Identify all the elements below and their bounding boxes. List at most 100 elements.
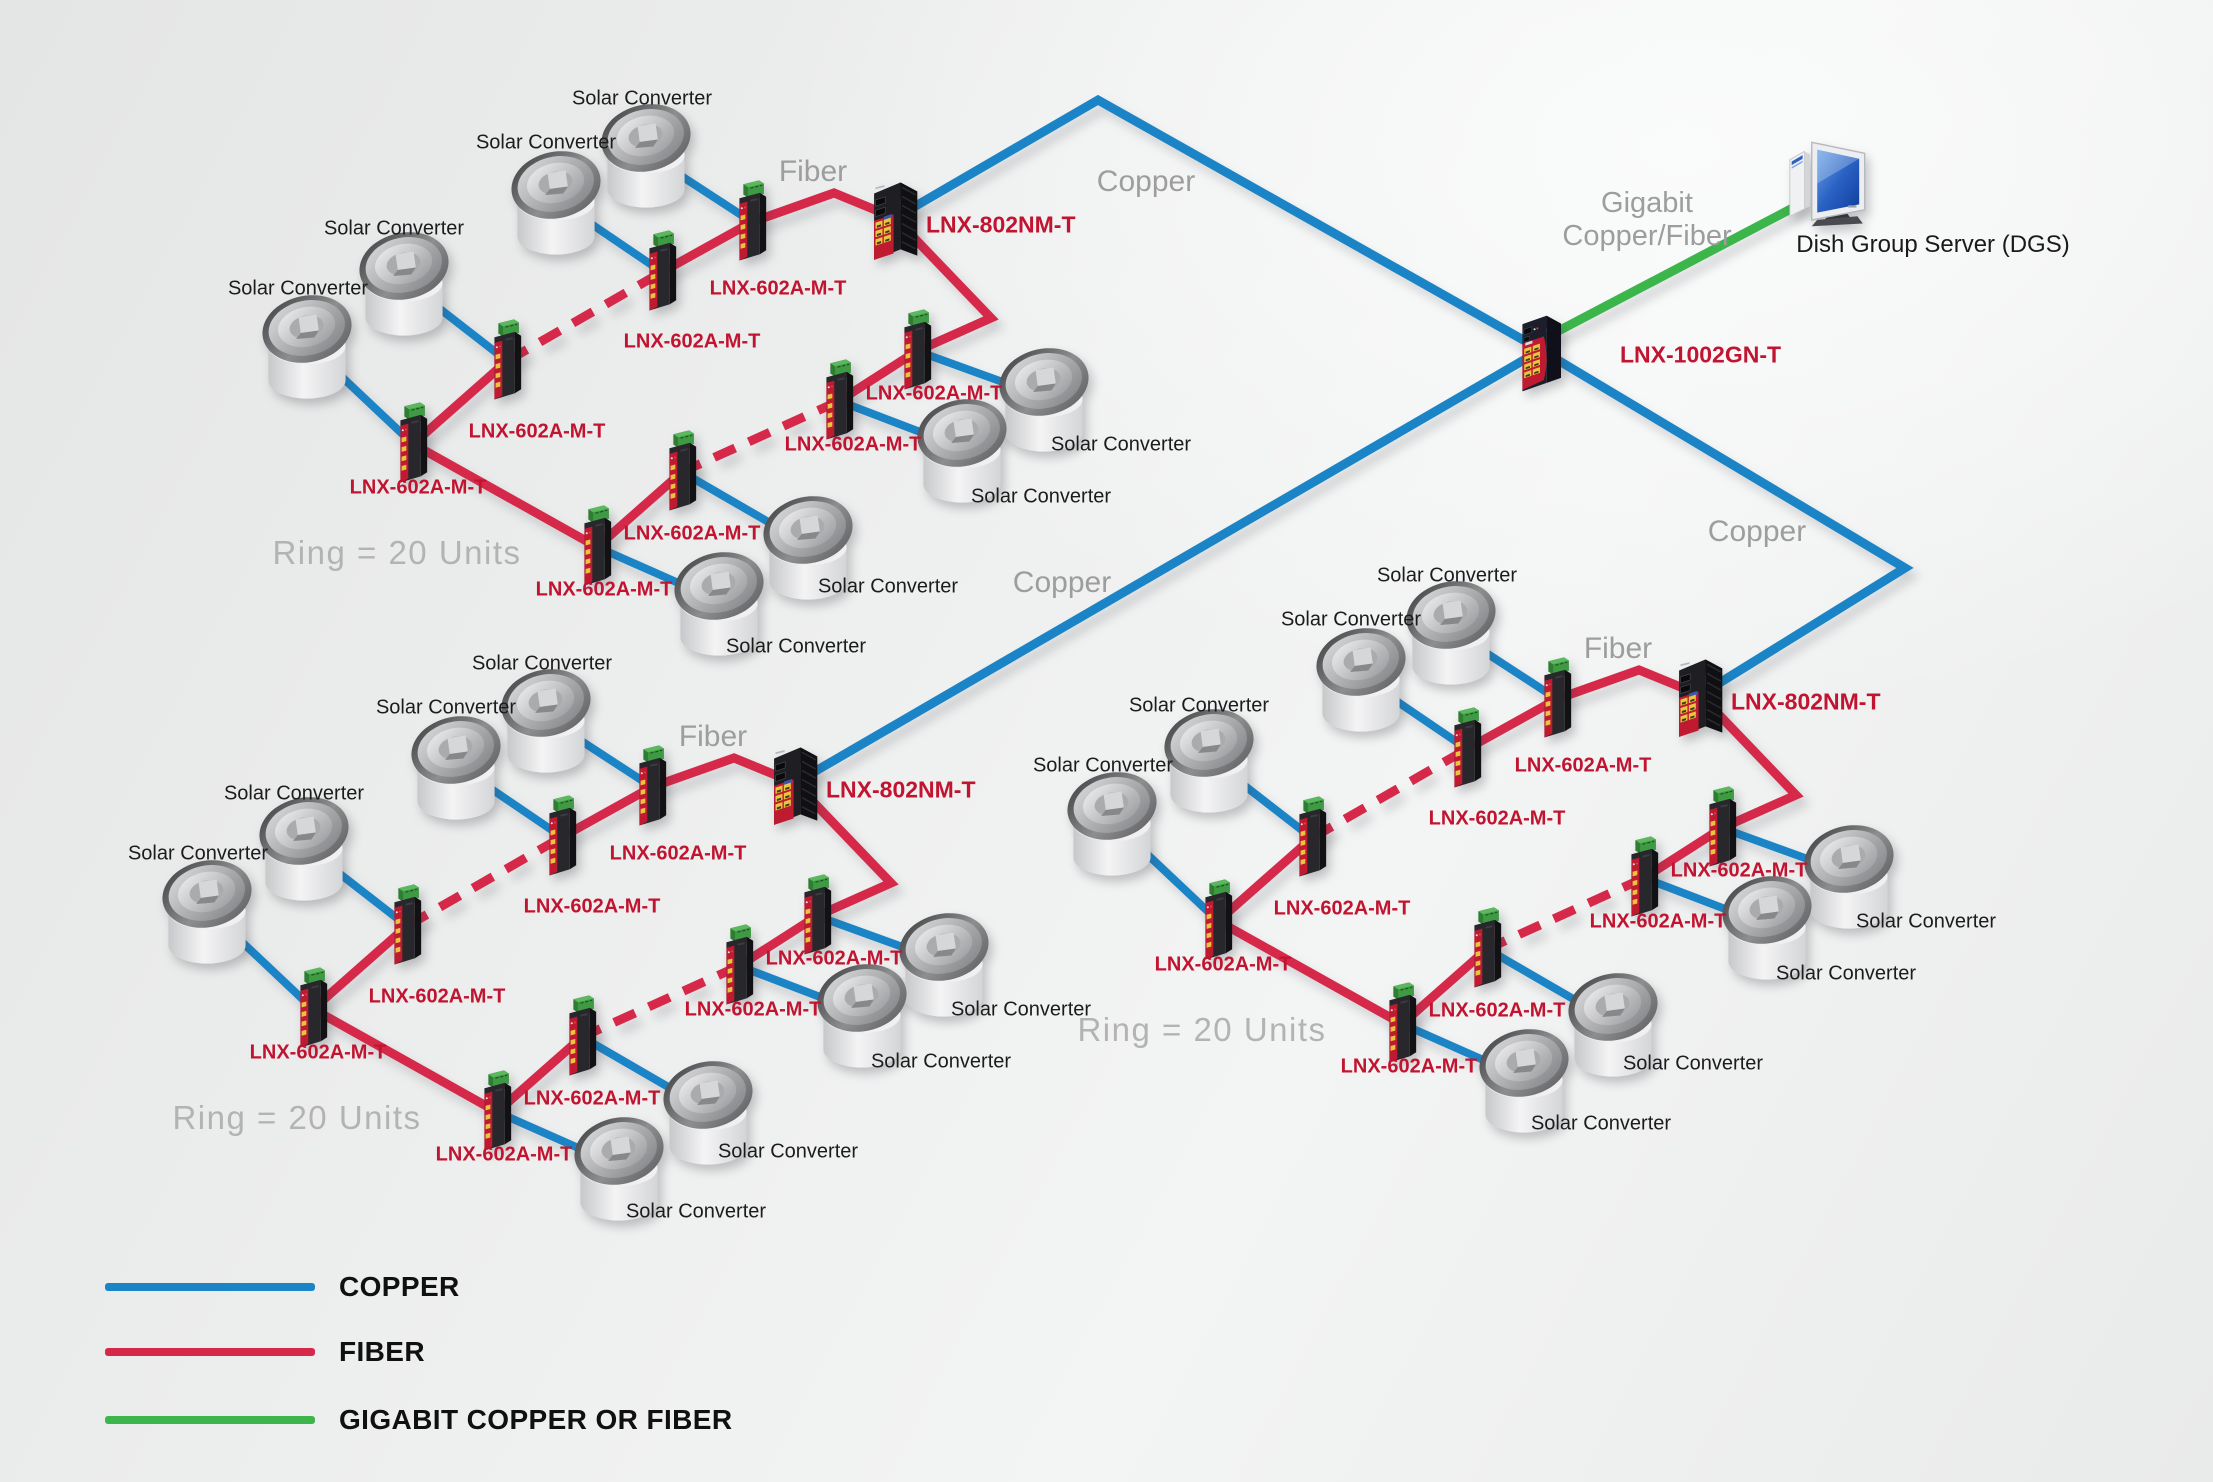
switch-label: LNX-602A-M-T — [523, 1087, 661, 1110]
fiber-ring-line — [594, 468, 685, 551]
converter-label: Solar Converter — [970, 485, 1112, 508]
converter-label: Solar Converter — [1376, 564, 1518, 587]
converter-label: Solar Converter — [227, 277, 369, 300]
converter-label: Solar Converter — [471, 652, 613, 675]
fiber-ring-line — [680, 396, 841, 477]
copper-link-line — [579, 1033, 711, 1114]
converter-label: Solar Converter — [1128, 694, 1270, 717]
switch-label: LNX-602A-M-T — [349, 476, 487, 499]
solar-converter-icon — [657, 1053, 759, 1165]
fiber-ring-line — [736, 912, 820, 970]
converter-label: Solar Converter — [870, 1050, 1012, 1073]
switch-label: LNX-602A-M-T — [1428, 999, 1566, 1022]
switch-label: LNX-602A-M-T — [609, 842, 747, 865]
converter-label: Solar Converter — [475, 131, 617, 154]
solar-converter-icon — [1400, 573, 1502, 685]
fiber-ring-line — [1555, 665, 1702, 704]
switch-label: LNX-602A-M-T — [1589, 910, 1727, 933]
copper-link-line — [737, 962, 864, 1017]
switch-lnx602a-icon — [638, 744, 667, 827]
copper-link-line — [1206, 754, 1315, 842]
copper-link-line — [1400, 1020, 1526, 1082]
solar-converter-icon — [253, 789, 355, 901]
switch-lnx602a-icon — [1473, 906, 1502, 989]
gigabit-line-swatch — [105, 1416, 315, 1424]
fiber-ring-line — [404, 833, 565, 930]
uplink-switch-label: LNX-802NM-T — [926, 211, 1076, 238]
copper-link-line — [1358, 673, 1470, 753]
converter-label: Solar Converter — [1622, 1052, 1764, 1075]
copper-link-line — [204, 906, 316, 1012]
switch-lnx602a-icon — [903, 308, 932, 391]
fiber-ring-line — [750, 188, 897, 227]
solar-converter-icon — [595, 96, 697, 208]
fiber-ring-line — [659, 218, 755, 276]
converter-label: Solar Converter — [950, 998, 1092, 1021]
switch-lnx602a-icon — [1388, 981, 1417, 1064]
solar-converter-icon — [1473, 1021, 1575, 1133]
converter-label: Solar Converter — [725, 635, 867, 658]
copper-link-line — [1642, 874, 1769, 929]
solar-converter-icon — [1061, 764, 1163, 876]
copper-link-line — [915, 347, 1046, 401]
switch-lnx602a-icon — [393, 883, 422, 966]
copper-line-swatch — [105, 1283, 315, 1291]
switch-label: LNX-602A-M-T — [249, 1041, 387, 1064]
solar-converter-icon — [1562, 965, 1664, 1077]
switch-lnx602a-icon — [803, 873, 832, 956]
copper-link-line — [815, 912, 946, 966]
switch-lnx802nm-icon — [773, 746, 819, 826]
fiber-ring-line — [310, 922, 410, 1013]
switch-lnx602a-icon — [299, 966, 328, 1049]
switch-lnx802nm-icon — [1678, 658, 1724, 738]
fiber-ring-line — [650, 753, 797, 792]
switch-lnx602a-icon — [825, 358, 854, 441]
legend-fiber-label: FIBER — [339, 1336, 425, 1367]
copper-link-line — [495, 1108, 621, 1170]
fiber-ring-line — [1215, 834, 1315, 925]
ring-size-label: Ring = 20 Units — [1077, 1011, 1327, 1048]
converter-label: Solar Converter — [1530, 1112, 1672, 1135]
switch-label: LNX-602A-M-T — [368, 985, 506, 1008]
legend-copper-label: COPPER — [339, 1271, 460, 1302]
copper-trunk-line — [892, 94, 1544, 354]
solar-converter-icon — [1158, 701, 1260, 813]
switch-lnx602a-icon — [483, 1069, 512, 1152]
switch-lnx602a-icon — [1708, 785, 1737, 868]
switch-lnx602a-icon — [738, 179, 767, 262]
switch-lnx602a-icon — [1543, 656, 1572, 739]
fiber-ring-line — [410, 440, 600, 551]
switch-lnx602a-icon — [668, 429, 697, 512]
converter-label: Solar Converter — [571, 87, 713, 110]
solar-converter-icon — [505, 143, 607, 255]
switch-lnx602a-icon — [399, 401, 428, 484]
gigabit-link-label-line: Gigabit — [1601, 187, 1693, 219]
fiber-ring-line — [494, 1033, 585, 1116]
solar-converter-icon — [993, 340, 1095, 452]
fiber-ring-line — [836, 347, 920, 405]
solar-converter-icon — [353, 224, 455, 336]
fiber-ring-line — [580, 961, 741, 1042]
switch-label: LNX-602A-M-T — [1273, 897, 1411, 920]
copper-link-line — [543, 714, 655, 791]
copper-link-line — [679, 468, 811, 549]
fiber-ring-line — [891, 214, 999, 356]
converter-label: Solar Converter — [323, 217, 465, 240]
solar-converter-icon — [668, 544, 770, 656]
switch-label: LNX-602A-M-T — [435, 1143, 573, 1166]
gigabit-uplink-line — [1542, 197, 1809, 342]
solar-converter-icon — [757, 488, 859, 600]
switch-label: LNX-602A-M-T — [468, 420, 606, 443]
converter-label: Solar Converter — [1050, 433, 1192, 456]
converter-label: Solar Converter — [1855, 910, 1997, 933]
switch-lnx602a-icon — [1630, 835, 1659, 918]
solar-converter-icon — [893, 905, 995, 1017]
fiber-link-label: Fiber — [1583, 632, 1653, 665]
copper-link-line — [301, 842, 410, 930]
converter-label: Solar Converter — [1775, 962, 1917, 985]
switch-label: LNX-602A-M-T — [523, 895, 661, 918]
copper-link-line — [1720, 824, 1851, 878]
